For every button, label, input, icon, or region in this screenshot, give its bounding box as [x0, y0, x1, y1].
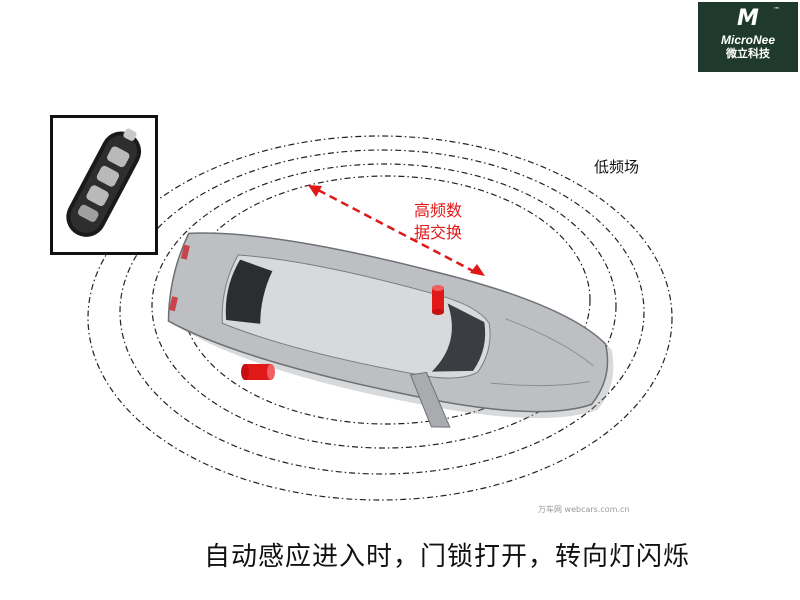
car-top-view	[167, 232, 614, 428]
company-logo: M ™ MicroNee 微立科技	[698, 2, 798, 72]
key-fob-icon	[66, 128, 142, 237]
source-watermark: 万车网 webcars.com.cn	[538, 505, 630, 514]
high-frequency-arrow	[308, 185, 485, 276]
field-ring-2	[119, 149, 645, 475]
logo-trademark: ™	[773, 6, 780, 14]
sensor-cylinder-icon	[432, 285, 444, 315]
field-ring-3	[151, 163, 617, 449]
key-fob-panel	[50, 115, 158, 255]
logo-mark: M	[737, 6, 759, 31]
high-frequency-exchange-label: 高频数 据交换	[414, 200, 462, 244]
logo-chinese-name: 微立科技	[726, 47, 770, 60]
logo-brand-name: MicroNee	[720, 33, 776, 47]
high-frequency-label-line1: 高频数	[414, 201, 463, 220]
high-frequency-label-line2: 据交换	[414, 223, 463, 242]
low-frequency-field-label: 低频场	[594, 158, 640, 176]
field-ring-outer	[87, 135, 673, 501]
sensor-cylinder-icon	[241, 364, 275, 380]
slide-caption: 自动感应进入时，门锁打开，转向灯闪烁	[204, 542, 691, 572]
